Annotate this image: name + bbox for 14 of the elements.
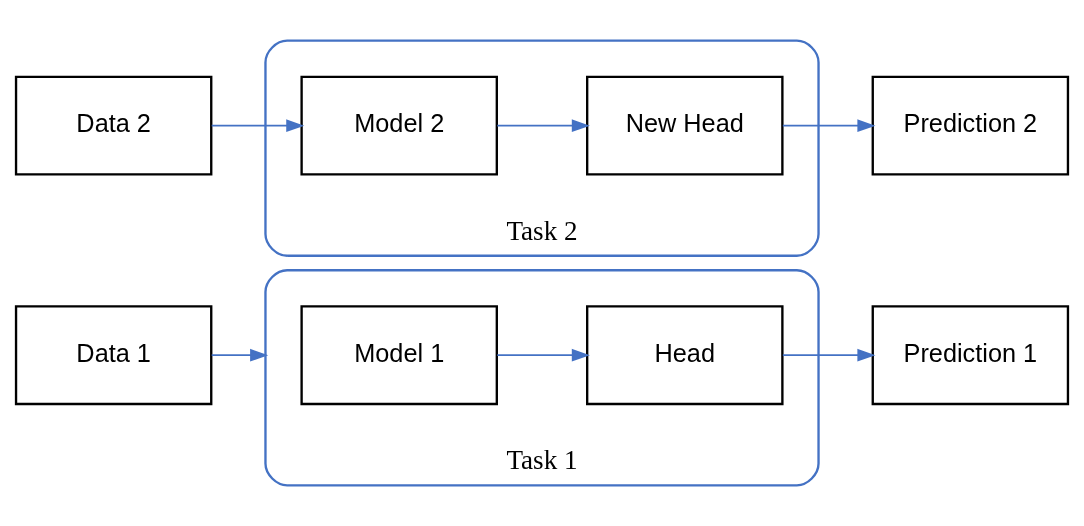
arrow [210,348,269,362]
node-box: Model 2 [300,75,498,176]
node-box: Prediction 2 [871,75,1070,176]
node-box: Data 1 [14,305,213,406]
node-box: Prediction 1 [871,305,1070,406]
node-box: Data 2 [14,75,213,176]
arrow [210,119,305,132]
arrow [496,348,590,362]
node-box: Model 1 [300,305,498,406]
arrow [781,348,876,362]
node-box: Head [586,305,784,406]
arrow [496,119,590,132]
arrow [781,119,876,132]
node-box: New Head [586,75,784,176]
